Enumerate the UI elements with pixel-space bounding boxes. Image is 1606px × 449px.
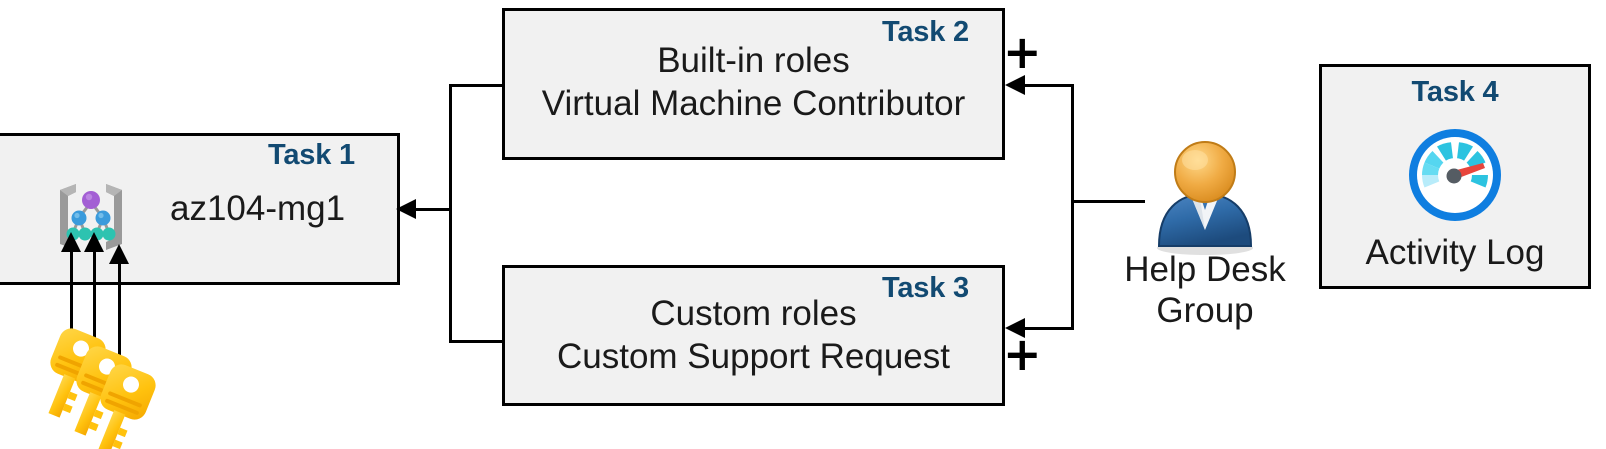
task-4-label: Task 4 bbox=[1411, 76, 1499, 108]
activity-log-gauge-icon bbox=[1405, 125, 1505, 225]
plus-sign-top: + bbox=[1003, 25, 1042, 79]
key-arrow-head-3 bbox=[109, 244, 129, 264]
task-1-label: Task 1 bbox=[268, 139, 355, 171]
user-group-icon bbox=[1133, 138, 1278, 258]
left-bracket-bottom-arm bbox=[449, 340, 505, 343]
key-arrow-head-2 bbox=[84, 232, 104, 252]
right-bracket-top-arm bbox=[1023, 84, 1074, 87]
key-arrow-shaft-3 bbox=[118, 262, 121, 385]
key-arrow-shaft-2 bbox=[93, 250, 96, 365]
task-2-label: Task 2 bbox=[882, 16, 969, 48]
right-bracket-stem-to-actor bbox=[1071, 200, 1145, 203]
left-bracket-top-arm bbox=[449, 84, 505, 87]
task-3-secondary-text: Custom Support Request bbox=[557, 337, 950, 376]
task-2-secondary-text: Virtual Machine Contributor bbox=[541, 84, 966, 123]
actor-caption-line-2: Group bbox=[1156, 291, 1254, 330]
actor-caption-line-1: Help Desk bbox=[1124, 250, 1286, 289]
task-2-primary-text: Built-in roles bbox=[657, 41, 850, 80]
left-bracket-vertical bbox=[449, 84, 452, 343]
management-group-icon bbox=[46, 176, 136, 256]
task-4-primary-text: Activity Log bbox=[1365, 233, 1545, 272]
arrow-into-task-3 bbox=[1005, 318, 1025, 338]
keys-icon bbox=[36, 312, 161, 449]
arrow-into-task-2 bbox=[1005, 75, 1025, 95]
task-3-primary-text: Custom roles bbox=[650, 294, 857, 333]
left-bracket-stem-to-task1 bbox=[414, 208, 452, 211]
right-bracket-bottom-arm bbox=[1023, 327, 1074, 330]
arrow-into-task-1 bbox=[396, 199, 416, 219]
task-1-primary-text: az104-mg1 bbox=[170, 189, 346, 228]
right-bracket-vertical bbox=[1071, 84, 1074, 330]
task-3-box[interactable] bbox=[502, 265, 1005, 406]
task-2-box[interactable] bbox=[502, 8, 1005, 160]
plus-sign-bottom: + bbox=[1003, 327, 1042, 381]
key-arrow-head-1 bbox=[61, 232, 81, 252]
key-arrow-shaft-1 bbox=[70, 250, 73, 350]
task-3-label: Task 3 bbox=[882, 272, 969, 304]
